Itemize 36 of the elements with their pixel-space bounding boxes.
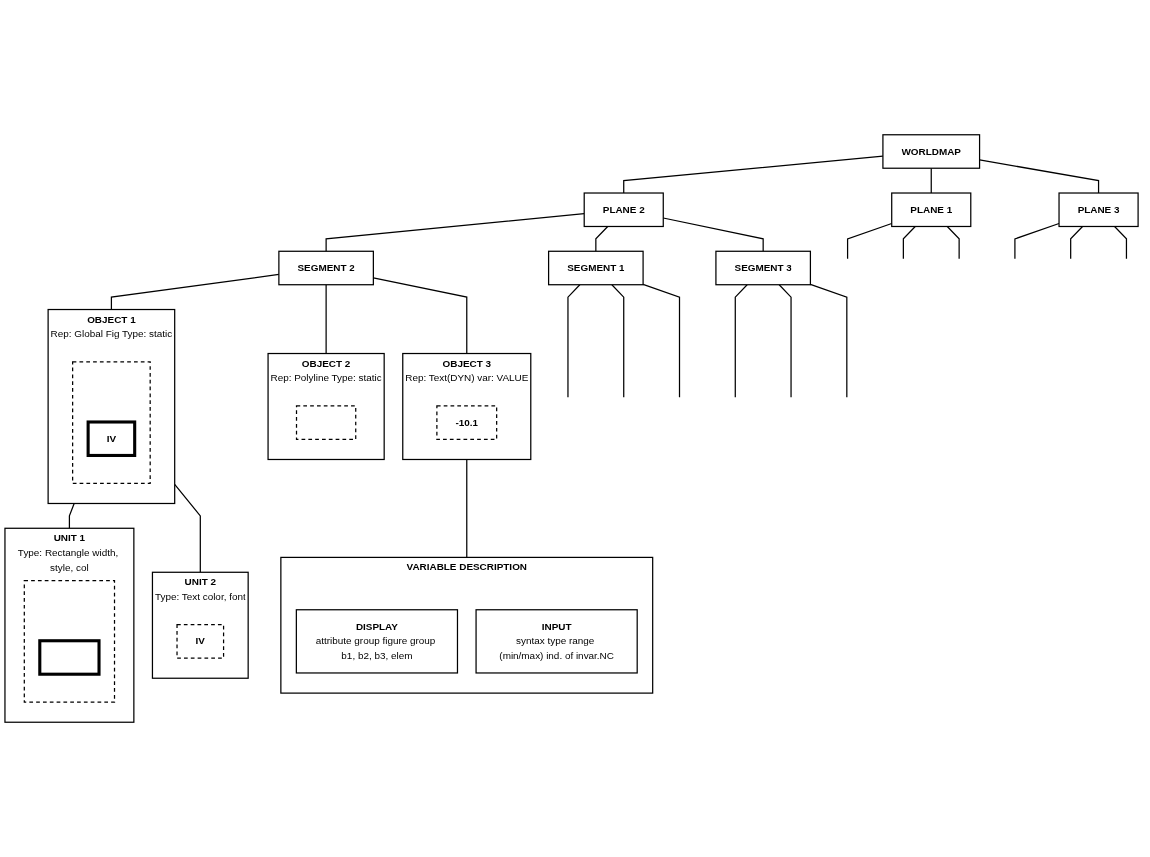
node-box: IV xyxy=(176,624,225,659)
connector xyxy=(1014,222,1060,260)
connector xyxy=(325,284,327,355)
connector xyxy=(174,483,201,573)
node-box: PLANE 2 xyxy=(583,192,664,228)
node-box: SEGMENT 1 xyxy=(548,250,644,286)
node-box: PLANE 3 xyxy=(1058,192,1139,228)
cluster: UNIT 1 Type: Rectangle width, style, col xyxy=(4,527,135,723)
connector xyxy=(1070,225,1084,260)
connector xyxy=(930,167,932,194)
cluster xyxy=(23,580,116,703)
cluster xyxy=(72,361,151,484)
cluster: OBJECT 2 Rep: Polyline Type: static xyxy=(267,352,385,461)
connector xyxy=(902,225,916,260)
connector xyxy=(325,213,585,252)
connector xyxy=(642,283,681,398)
node-box: PLANE 1 xyxy=(891,192,972,228)
connector xyxy=(1113,225,1128,260)
node-box: INPUT syntax type range (min/max) ind. of invar.NC xyxy=(475,609,638,674)
connector xyxy=(809,283,848,398)
node-box: -10.1 xyxy=(436,405,498,440)
connector xyxy=(68,502,75,529)
connector xyxy=(611,284,625,398)
connector xyxy=(734,284,748,398)
connector xyxy=(946,225,960,260)
node-box xyxy=(38,639,101,676)
connector xyxy=(567,284,581,398)
connector xyxy=(595,225,609,252)
node-box xyxy=(295,405,357,440)
node-box: SEGMENT 3 xyxy=(715,250,812,286)
node-box: WORLDMAP xyxy=(882,134,981,169)
node-box: SEGMENT 2 xyxy=(278,250,374,286)
node-box: IV xyxy=(86,420,137,457)
node-box: DISPLAY attribute group figure group b1, b2, b3, elem xyxy=(295,609,459,674)
connector xyxy=(778,284,792,398)
connector xyxy=(466,458,468,558)
